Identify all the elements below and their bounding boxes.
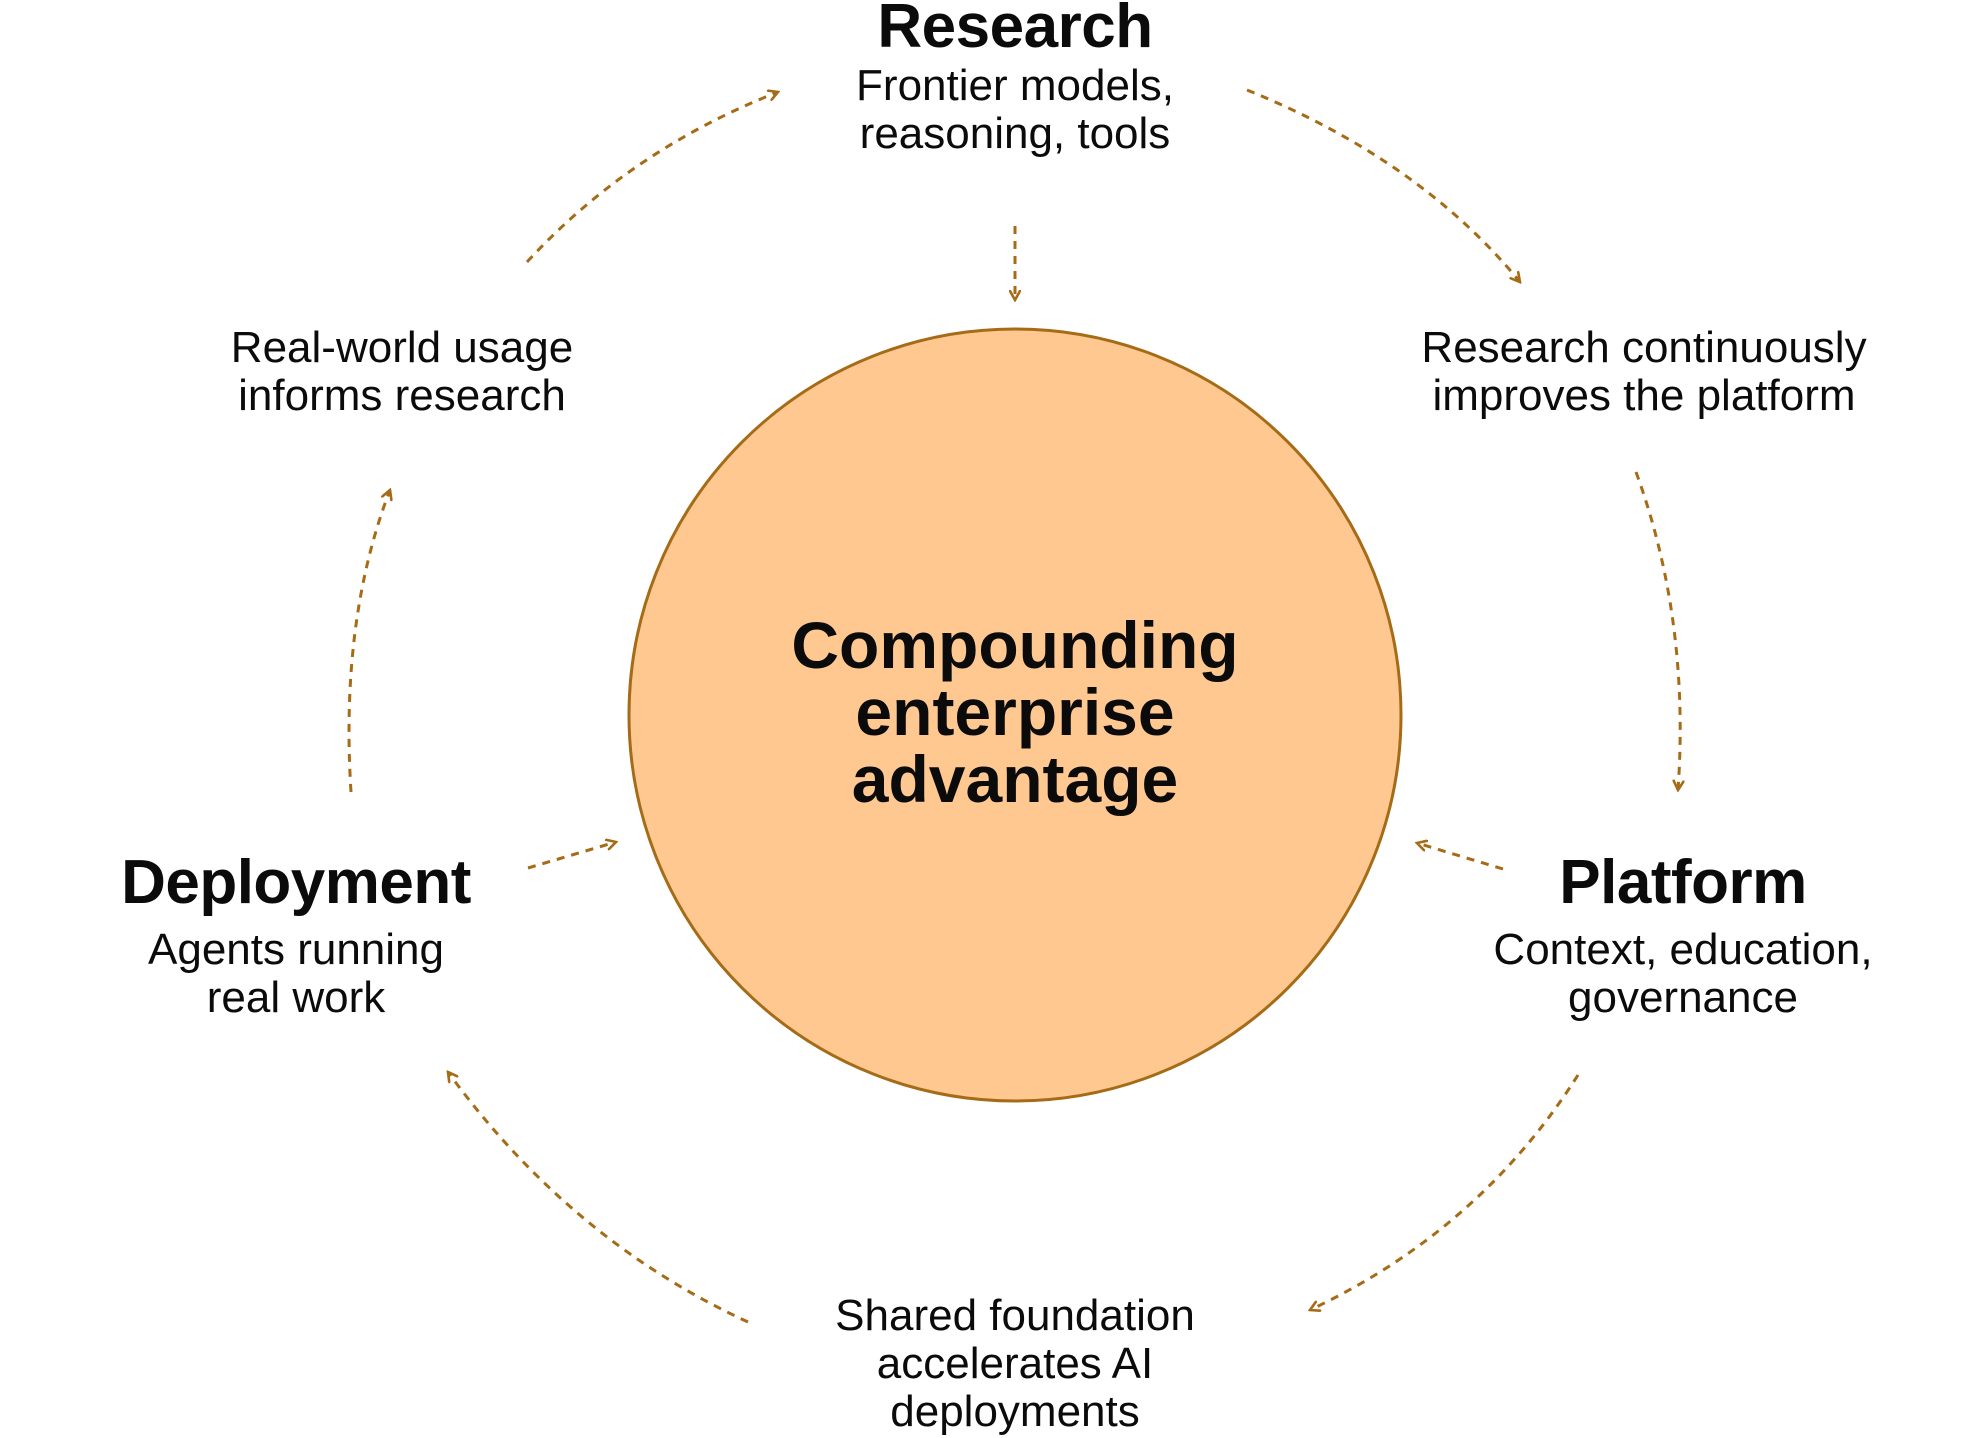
- edge-label-deployment-to-research: Real-world usage informs research: [231, 324, 573, 420]
- research-subtitle-2: reasoning, tools: [859, 109, 1171, 158]
- platform-title: Platform: [1559, 848, 1807, 917]
- platform-subtitle-1: Context, education,: [1493, 925, 1873, 974]
- center-label: Compounding enterprise advantage: [791, 612, 1238, 813]
- center-line-2: enterprise: [855, 675, 1175, 749]
- edge-research-platform-line-2: improves the platform: [1432, 371, 1856, 420]
- research-subtitle-1: Frontier models,: [856, 61, 1174, 110]
- edge-platform-deployment-line-1: Shared foundation: [835, 1291, 1195, 1340]
- arrow-deployment-to-research-upper: [525, 92, 778, 264]
- arrow-platform-to-center: [1417, 843, 1504, 871]
- center-line-3: advantage: [851, 742, 1179, 816]
- deployment-subtitle-1: Agents running: [148, 925, 444, 974]
- edge-label-platform-to-deployment: Shared foundation accelerates AI deploym…: [835, 1292, 1195, 1436]
- deployment-title: Deployment: [121, 848, 471, 917]
- deployment-subtitle-2: real work: [206, 973, 386, 1022]
- edge-platform-deployment-line-2: accelerates AI: [876, 1339, 1154, 1388]
- arrow-research-to-platform-lower: [1634, 471, 1680, 790]
- node-platform: Platform Context, education, governance: [1493, 848, 1872, 1022]
- research-title: Research: [877, 0, 1153, 61]
- arrow-platform-to-deployment-lower: [448, 1072, 749, 1324]
- edge-research-platform-line-1: Research continuously: [1421, 323, 1867, 372]
- arrow-deployment-to-center: [527, 842, 616, 870]
- center-circle: [627, 327, 1403, 1103]
- platform-subtitle-2: governance: [1568, 973, 1798, 1022]
- arrow-deployment-to-research-lower: [347, 490, 390, 793]
- edge-platform-deployment-line-3: deployments: [890, 1387, 1140, 1436]
- center-line-1: Compounding: [791, 608, 1239, 682]
- node-deployment: Deployment Agents running real work: [121, 848, 471, 1022]
- node-research: Research Frontier models, reasoning, too…: [856, 0, 1174, 158]
- arrow-platform-to-deployment-upper: [1310, 1074, 1580, 1310]
- edge-deployment-research-line-2: informs research: [238, 371, 566, 420]
- arrow-research-to-platform-upper: [1246, 88, 1520, 282]
- edge-label-research-to-platform: Research continuously improves the platf…: [1421, 324, 1866, 420]
- edge-deployment-research-line-1: Real-world usage: [230, 323, 574, 372]
